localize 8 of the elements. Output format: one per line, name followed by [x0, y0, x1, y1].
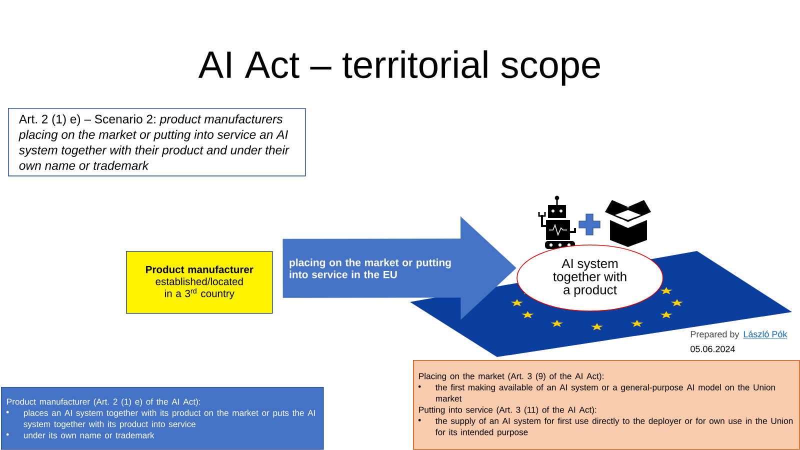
author-note: Prepared by: [690, 330, 740, 340]
edge-label: placing on the market or putting into service in the EU: [287, 256, 459, 280]
definition-box: Placing on the market (Art. 3 (9) of the AI Act): the first making available of an AI system or a general-purpose AI model on the Union market Putting into service (Art. 3 (11) of the AI Act): the supply of an AI system for first use directly to the deployer or for own use in the Union for its intended purpose: [413, 360, 800, 450]
manufacturer-box: Product manufacturer established/located in a 3$^{rd}$ country: [126, 251, 273, 314]
slide-title: AI Act – territorial scope: [198, 50, 600, 86]
definition-box: Product manufacturer (Art. 2 (1) e) of the AI Act): places an AI system together with its product on the market or puts the AI system together with its product into service under its own name or trademark: [1, 387, 324, 450]
scenario-box: Art. 2 (1) e) – Scenario 2: product manufacturers placing on the market or putting into service an AI system together with their product and under their own name or trademark: [8, 108, 306, 176]
author-link: László Pók: [743, 330, 788, 339]
